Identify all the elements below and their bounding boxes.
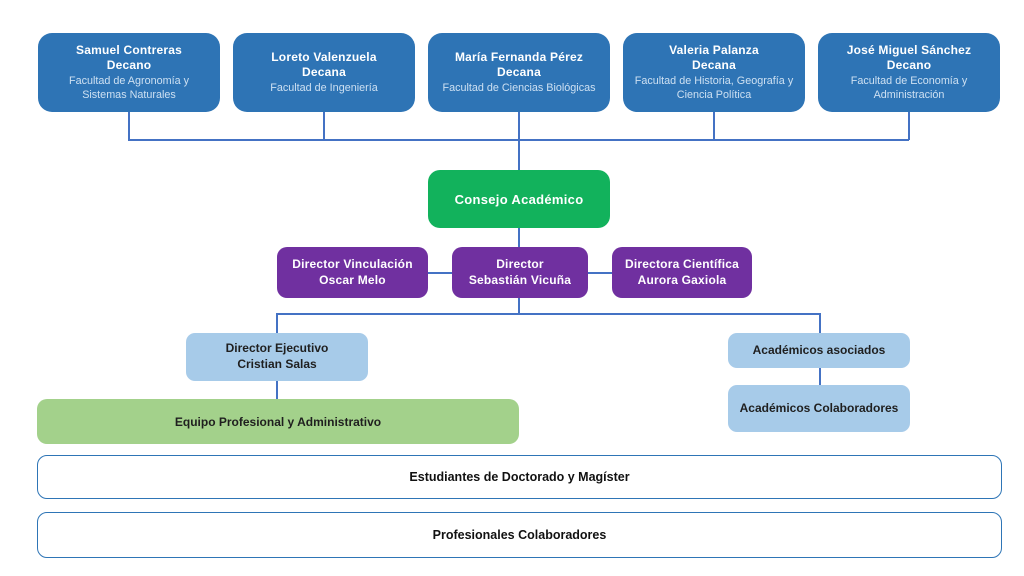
dean-faculty: Facultad de Ingeniería xyxy=(270,81,378,94)
dean-name: María Fernanda Pérez xyxy=(454,49,584,64)
connector-line xyxy=(819,313,821,333)
connector-line xyxy=(908,112,910,140)
org-node-estudiantes: Estudiantes de Doctorado y Magíster xyxy=(37,455,1002,499)
org-node-academicos-asociados: Académicos asociados xyxy=(728,333,910,368)
dean-name: Loreto Valenzuela xyxy=(271,49,377,64)
connector-line xyxy=(518,298,520,313)
connector-line xyxy=(518,228,520,247)
connector-line xyxy=(819,368,821,385)
connector-line xyxy=(276,313,820,315)
org-node-profesionales-colaboradores: Profesionales Colaboradores xyxy=(37,512,1002,558)
director-name: Oscar Melo xyxy=(319,272,386,287)
org-node-dean-economia: José Miguel Sánchez Decano Facultad de E… xyxy=(818,33,1000,112)
org-node-director: Director Sebastián Vicuña xyxy=(452,247,588,298)
dean-name: Samuel Contreras xyxy=(76,43,182,58)
connector-line xyxy=(323,112,325,140)
org-node-dean-ingenieria: Loreto Valenzuela Decana Facultad de Ing… xyxy=(233,33,415,112)
executive-name: Cristian Salas xyxy=(237,357,317,371)
dean-faculty: Facultad de Economía y Administración xyxy=(850,75,968,101)
collaborating-professionals-label: Profesionales Colaboradores xyxy=(432,528,607,542)
connector-line xyxy=(588,272,612,274)
org-node-dean-agronomia: Samuel Contreras Decano Facultad de Agro… xyxy=(38,33,220,112)
connector-line xyxy=(428,272,452,274)
org-node-director-vinculacion: Director Vinculación Oscar Melo xyxy=(277,247,428,298)
org-node-directora-cientifica: Directora Científica Aurora Gaxiola xyxy=(612,247,752,298)
dean-role: Decano xyxy=(106,58,152,73)
dean-faculty: Facultad de Ciencias Biológicas xyxy=(442,81,596,94)
director-title: Director xyxy=(496,256,544,271)
connector-line xyxy=(128,139,909,141)
org-node-dean-biologia: María Fernanda Pérez Decana Facultad de … xyxy=(428,33,610,112)
connector-line xyxy=(276,313,278,333)
dean-role: Decana xyxy=(692,58,736,73)
connector-line xyxy=(276,381,278,399)
director-title: Directora Científica xyxy=(624,256,740,271)
connector-line xyxy=(518,112,520,170)
dean-role: Decana xyxy=(497,64,541,79)
org-node-dean-historia: Valeria Palanza Decana Facultad de Histo… xyxy=(623,33,805,112)
dean-name: Valeria Palanza xyxy=(669,43,759,58)
executive-title: Director Ejecutivo xyxy=(225,341,329,356)
org-node-consejo-academico: Consejo Académico xyxy=(428,170,610,228)
associates-label: Académicos asociados xyxy=(752,342,886,357)
org-node-director-ejecutivo: Director Ejecutivo Cristian Salas xyxy=(186,333,368,381)
dean-role: Decana xyxy=(302,64,346,79)
collaborating-academics-label: Académicos Colaboradores xyxy=(739,400,899,415)
council-label: Consejo Académico xyxy=(454,191,584,207)
org-node-equipo-profesional: Equipo Profesional y Administrativo xyxy=(37,399,519,444)
connector-line xyxy=(128,112,130,140)
org-node-academicos-colaboradores: Académicos Colaboradores xyxy=(728,385,910,432)
dean-faculty: Facultad de Agronomía y Sistemas Natural… xyxy=(68,75,190,101)
director-name: Sebastián Vicuña xyxy=(468,272,572,287)
director-title: Director Vinculación xyxy=(292,256,413,271)
dean-role: Decano xyxy=(886,58,932,73)
team-label: Equipo Profesional y Administrativo xyxy=(174,414,382,429)
connector-line xyxy=(713,112,715,140)
dean-faculty: Facultad de Historia, Geografía y Cienci… xyxy=(634,75,794,101)
students-label: Estudiantes de Doctorado y Magíster xyxy=(409,470,630,484)
director-name: Aurora Gaxiola xyxy=(637,272,727,287)
dean-name: José Miguel Sánchez xyxy=(846,43,972,58)
